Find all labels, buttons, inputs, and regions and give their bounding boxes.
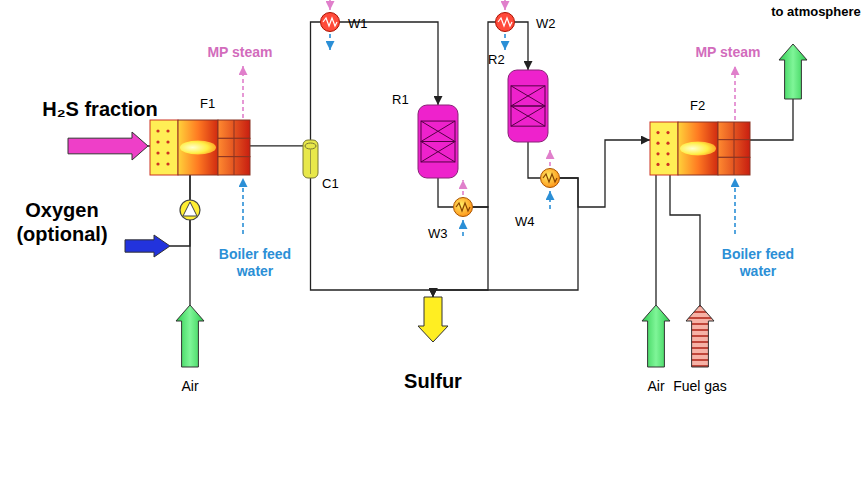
equipment-label: F2	[690, 98, 705, 113]
process-line	[750, 99, 793, 140]
heater: W1	[320, 12, 340, 32]
feed-arrow-outline	[125, 235, 170, 257]
process-line	[189, 175, 190, 305]
feed-arrow-outline	[642, 305, 670, 367]
process-line	[311, 178, 434, 297]
process-line	[250, 145, 303, 146]
furnace-outline	[150, 120, 250, 175]
vent-arrow: to atmosphere	[779, 44, 807, 99]
process-line	[670, 175, 700, 305]
condenser-outline	[303, 140, 318, 178]
reactor-outline	[418, 105, 458, 178]
equipment-label: R2	[488, 52, 505, 67]
water-lines	[243, 34, 735, 236]
equipment-label: W3	[428, 226, 448, 241]
feed-arrow-outline	[176, 305, 204, 367]
process-line	[340, 22, 438, 105]
incinerator: F2	[650, 122, 750, 175]
equipment-label: Oxygen (optional)	[6, 199, 118, 246]
process-line	[311, 22, 321, 140]
process-line	[433, 207, 488, 297]
heat-exchanger-outline	[540, 168, 560, 188]
furnace: F1	[150, 120, 250, 175]
product-arrow-outline	[418, 297, 448, 342]
equipment-label: H₂S fraction	[42, 98, 158, 122]
product-arrow: Sulfur	[418, 297, 448, 342]
heater: W2	[495, 12, 515, 32]
condenser: C1	[303, 140, 318, 178]
water-label: Boiler feed water	[708, 246, 808, 279]
steam-label: MP steam	[695, 44, 760, 61]
equipment-label: to atmosphere	[771, 4, 861, 19]
heat-exchanger: W3	[453, 197, 473, 217]
equipment-label: R1	[392, 92, 409, 107]
equipment-label: W4	[515, 214, 535, 229]
incinerator-outline	[650, 122, 750, 175]
process-line	[560, 140, 650, 207]
equipment-label: W1	[348, 16, 368, 31]
feed-arrow: Oxygen (optional)	[125, 235, 170, 257]
equipment-label: W2	[536, 16, 556, 31]
equipment-label: C1	[322, 176, 339, 191]
equipment-label: F1	[200, 96, 215, 111]
equipment-label: Air	[181, 378, 198, 395]
feed-arrow-outline	[68, 132, 148, 160]
feed-arrow: Air	[642, 305, 670, 367]
feed-arrow: Fuel gas	[686, 305, 714, 367]
heat-exchanger-outline	[453, 197, 473, 217]
equipment-label: Sulfur	[404, 370, 462, 394]
feed-arrow: H₂S fraction	[68, 132, 148, 160]
process-line	[655, 175, 656, 305]
process-line	[515, 22, 528, 70]
heater-outline	[320, 12, 340, 32]
reactor-outline	[508, 70, 548, 142]
feed-arrow: Air	[176, 305, 204, 367]
equipment-label: Fuel gas	[673, 378, 727, 395]
heater-outline	[495, 12, 515, 32]
blower-symbol	[180, 200, 200, 220]
heat-exchanger: W4	[540, 168, 560, 188]
reactor: R2	[508, 70, 548, 142]
feed-arrow-outline	[686, 305, 714, 367]
steam-label: MP steam	[207, 44, 272, 61]
equipment-label: Air	[647, 378, 664, 395]
reactor: R1	[418, 105, 458, 178]
steam-lines	[243, 0, 735, 195]
water-label: Boiler feed water	[205, 246, 305, 279]
process-line	[438, 178, 453, 207]
process-line	[433, 178, 578, 297]
vent-arrow-outline	[779, 44, 807, 99]
process-line	[473, 22, 495, 207]
process-line	[528, 142, 540, 178]
